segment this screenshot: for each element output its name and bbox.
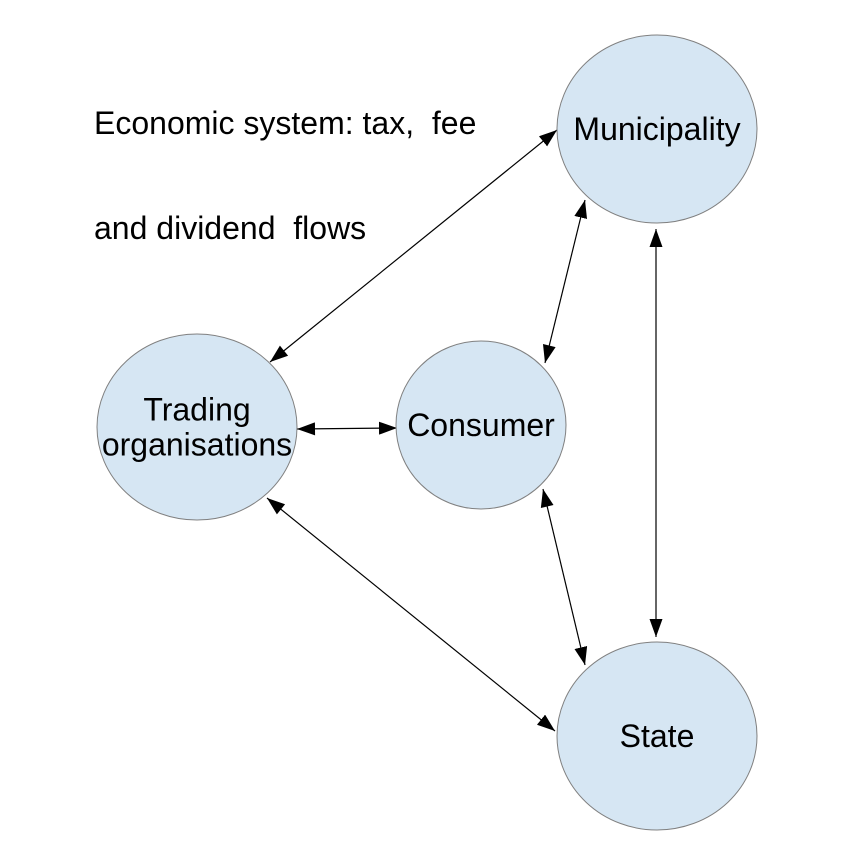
diagram-title: Economic system: tax, fee and dividend f… [94, 36, 476, 316]
node-label-state: State [620, 718, 695, 754]
title-line-1: Economic system: tax, fee [94, 105, 477, 141]
node-label-consumer: Consumer [407, 407, 555, 443]
node-label-municipality: Municipality [573, 111, 740, 147]
edges-layer [266, 129, 663, 732]
node-state [556, 641, 758, 831]
edge-consumer-state [540, 488, 588, 666]
node-municipality [556, 34, 758, 224]
node-consumer [395, 340, 567, 510]
edge-trading-organisations-consumer [296, 421, 398, 436]
node-trading-organisations [96, 333, 298, 521]
edge-trading-organisations-state [266, 497, 556, 732]
edge-trading-organisations-municipality [269, 129, 558, 363]
edge-consumer-municipality [542, 199, 588, 364]
